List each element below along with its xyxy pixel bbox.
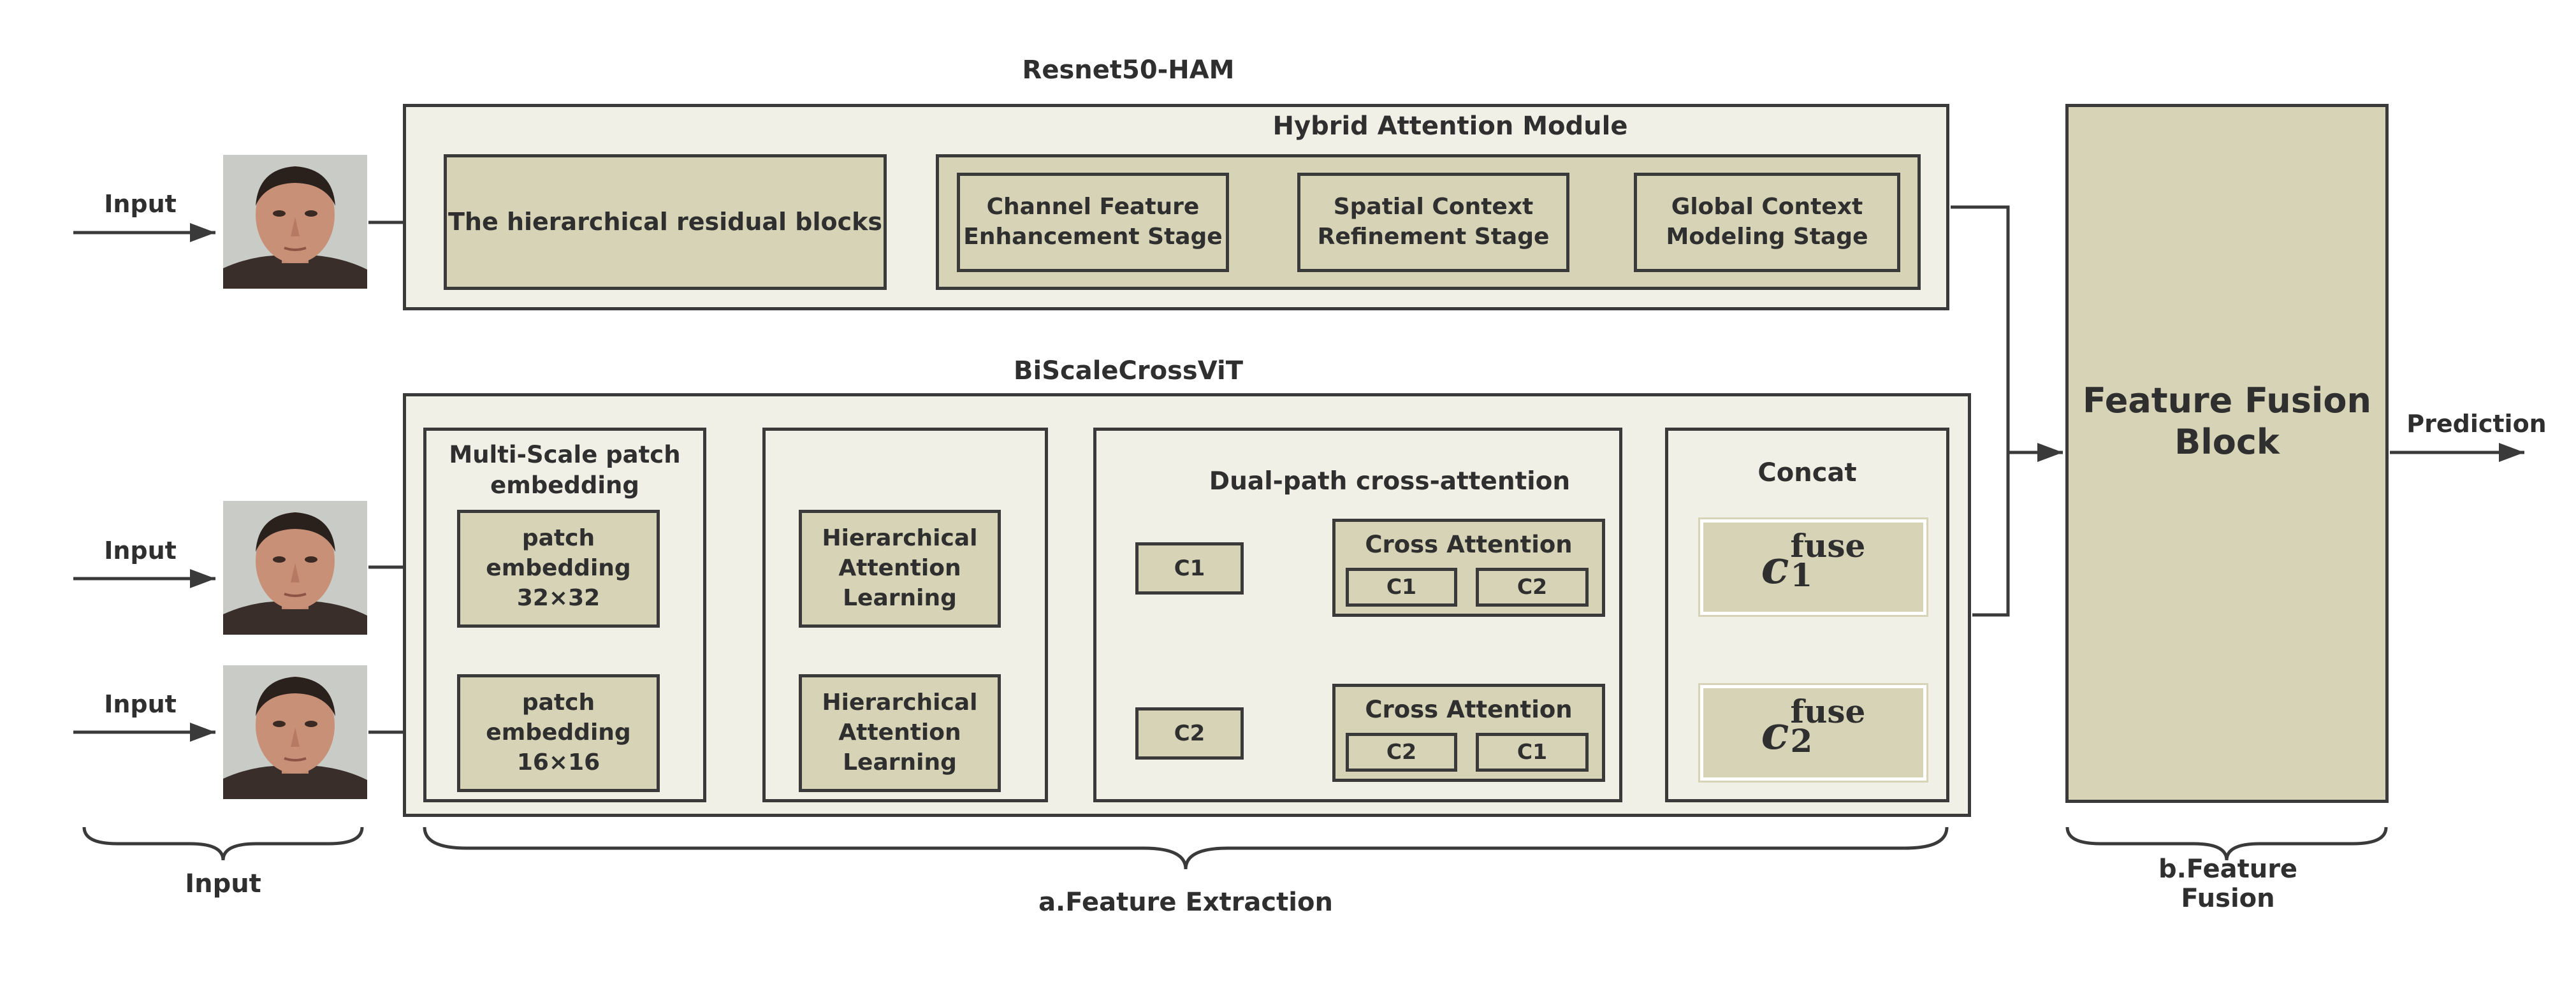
patch-embedding-16: patch embedding 16×16 — [457, 674, 660, 792]
connector-resnet-fusion-head — [2037, 443, 2063, 462]
ham-title: Hybrid Attention Module — [1272, 111, 1628, 141]
connector-biscale-fusion — [1972, 452, 2010, 617]
arrow-input-bot-head — [190, 723, 215, 742]
input-label-top: Input — [104, 189, 177, 218]
cross-attention-2-c2: C2 — [1346, 733, 1457, 772]
face-image-bot — [223, 665, 367, 799]
arrow-input-top-head — [190, 223, 215, 242]
brace-fusion — [2065, 826, 2388, 861]
brace-extraction — [423, 826, 1949, 870]
dual-path-title: Dual-path cross-attention — [1209, 466, 1571, 496]
input-label-mid: Input — [104, 536, 177, 565]
arrow-prediction-head — [2499, 443, 2524, 462]
hierarchical-attention-2: Hierarchical Attention Learning — [799, 674, 1001, 792]
c-fuse-1-sub: 1 — [1790, 556, 1813, 594]
face-image-top — [223, 155, 367, 289]
c-fuse-2-base: c — [1761, 705, 1789, 760]
c-fuse-2-sub: 2 — [1790, 722, 1813, 760]
brace-label-input: Input — [185, 869, 261, 899]
c2-token: C2 — [1135, 707, 1244, 760]
resnet-title: Resnet50-HAM — [1022, 55, 1235, 85]
c-fuse-1-sup: fuse — [1790, 527, 1866, 565]
hierarchical-attention-1: Hierarchical Attention Learning — [799, 510, 1001, 628]
channel-feature-stage: Channel Feature Enhancement Stage — [957, 173, 1229, 272]
spatial-context-stage: Spatial Context Refinement Stage — [1297, 173, 1569, 272]
cross-attention-1-c2: C2 — [1476, 568, 1589, 607]
biscale-title: BiScaleCrossViT — [1014, 356, 1243, 386]
connector-resnet-fusion — [1951, 205, 2063, 454]
patch-embedding-32: patch embedding 32×32 — [457, 510, 660, 628]
c-fuse-2-sup: fuse — [1790, 693, 1866, 730]
feature-fusion-block: Feature Fusion Block — [2065, 104, 2389, 803]
face-image-mid — [223, 501, 367, 635]
brace-input — [82, 826, 364, 861]
global-context-stage: Global Context Modeling Stage — [1634, 173, 1900, 272]
input-label-bot: Input — [104, 689, 177, 718]
cross-attention-2-c1: C1 — [1476, 733, 1589, 772]
prediction-label: Prediction — [2406, 409, 2547, 438]
c1-token: C1 — [1135, 542, 1244, 595]
cross-attention-1-c1: C1 — [1346, 568, 1457, 607]
c-fuse-1-base: c — [1761, 540, 1789, 595]
brace-label-fusion: b.Feature Fusion — [2158, 855, 2298, 913]
concat-title: Concat — [1757, 458, 1857, 487]
brace-label-extraction: a.Feature Extraction — [1038, 888, 1333, 917]
residual-blocks: The hierarchical residual blocks — [444, 154, 887, 290]
arrow-input-mid-head — [190, 569, 215, 588]
